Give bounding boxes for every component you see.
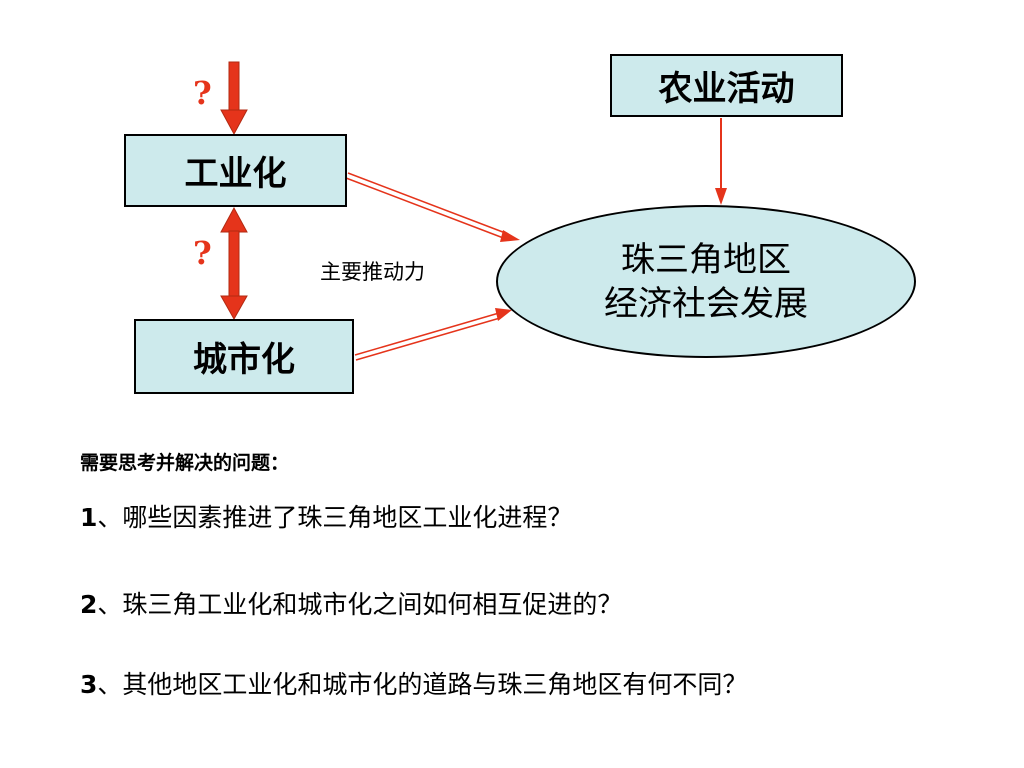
question-item: 2、珠三角工业化和城市化之间如何相互促进的？ <box>80 585 622 621</box>
question-number: 3 <box>80 670 98 699</box>
node-agriculture: 农业活动 <box>610 54 843 117</box>
question-item: 3、其他地区工业化和城市化的道路与珠三角地区有何不同？ <box>80 665 747 701</box>
question-item: 1、哪些因素推进了珠三角地区工业化进程？ <box>80 498 572 534</box>
node-target-development: 珠三角地区 经济社会发展 <box>496 205 916 358</box>
target-label-line1: 珠三角地区 <box>621 239 791 280</box>
node-industrialization: 工业化 <box>124 134 347 207</box>
arrow-into-industrialization <box>220 61 248 136</box>
target-label-line2: 经济社会发展 <box>604 283 808 324</box>
question-number: 1 <box>80 503 98 532</box>
question-text: 、其他地区工业化和城市化的道路与珠三角地区有何不同？ <box>97 670 748 699</box>
arrow-urbanization-to-target <box>354 308 512 361</box>
node-urbanization-label: 城市化 <box>193 340 295 380</box>
double-arrow-industrialization-urbanization <box>220 206 248 321</box>
questions-heading: 需要思考并解决的问题： <box>80 452 290 474</box>
question-mark-middle: ? <box>193 234 212 272</box>
edge-label-main-driver: 主要推动力 <box>320 260 425 284</box>
arrow-agriculture-to-target <box>715 118 727 205</box>
node-agriculture-label: 农业活动 <box>658 69 795 109</box>
node-industrialization-label: 工业化 <box>184 154 287 194</box>
question-text: 、哪些因素推进了珠三角地区工业化进程？ <box>97 503 573 532</box>
arrow-industrialization-to-target <box>345 172 520 242</box>
question-mark-top: ? <box>193 74 212 112</box>
node-urbanization: 城市化 <box>134 319 354 394</box>
question-number: 2 <box>80 590 98 619</box>
question-text: 、珠三角工业化和城市化之间如何相互促进的？ <box>97 590 623 619</box>
